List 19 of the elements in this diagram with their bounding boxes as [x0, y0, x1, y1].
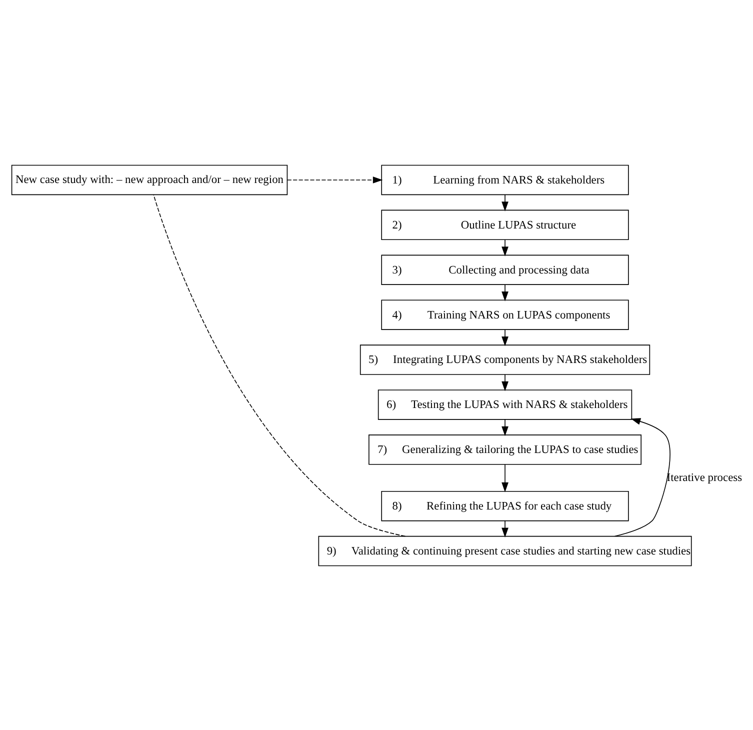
node-box: 3) Collecting and processing data	[381, 254, 629, 284]
arrow	[502, 418, 508, 436]
arrow	[502, 284, 508, 301]
node-box: 6) Testing the LUPAS with NARS & stakeholders	[378, 389, 632, 420]
node-box: 9) Validating & continuing present case studies and starting new case studies	[318, 535, 692, 566]
arrow	[502, 194, 508, 211]
node-box: 5) Integrating LUPAS components by NARS stakeholders	[360, 344, 650, 374]
node-box: 2) Outline LUPAS structure	[381, 209, 629, 240]
node-box: 4) Training NARS on LUPAS components	[381, 299, 629, 330]
node-box: 1) Learning from NARS & stakeholders	[381, 164, 629, 195]
node-box: 8) Refining the LUPAS for each case study	[381, 490, 629, 521]
arrow	[502, 238, 508, 256]
arrow	[286, 176, 383, 183]
arrow	[502, 520, 508, 538]
arrow	[502, 374, 508, 391]
arrow	[502, 464, 508, 492]
node-box: 7) Generalizing & tailoring the LUPAS to case studies	[368, 434, 642, 464]
node-box: New case study with: – new approach and/or – new region	[11, 164, 288, 195]
arrow	[502, 328, 508, 346]
